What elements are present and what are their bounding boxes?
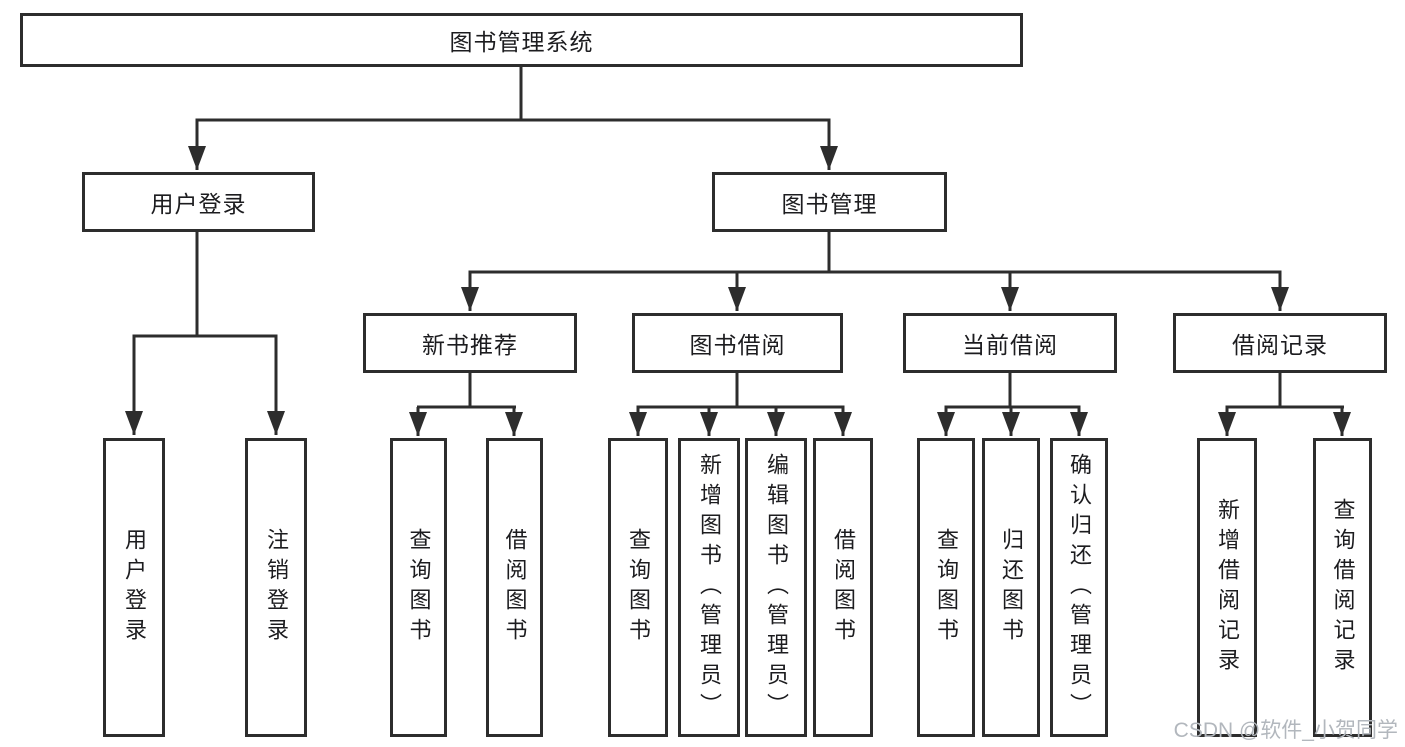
leaf-query-borrow-record: 查询借阅记录 bbox=[1313, 438, 1372, 737]
leaf-query-book-2: 查询图书 bbox=[608, 438, 668, 737]
leaf-query-book-1-label: 查询图书 bbox=[406, 527, 432, 648]
node-user-login-label: 用户登录 bbox=[150, 191, 247, 217]
leaf-borrow-book-1-label: 借阅图书 bbox=[502, 527, 528, 648]
node-new-book-recommend: 新书推荐 bbox=[363, 313, 577, 373]
leaf-confirm-return-admin: 确认归还（管理员） bbox=[1050, 438, 1108, 737]
leaf-query-book-3-label: 查询图书 bbox=[934, 527, 959, 648]
node-current-borrow: 当前借阅 bbox=[903, 313, 1117, 373]
leaf-user-login: 用户登录 bbox=[103, 438, 165, 737]
leaf-borrow-book-1: 借阅图书 bbox=[486, 438, 543, 737]
node-current-borrow-label: 当前借阅 bbox=[962, 332, 1058, 358]
leaf-query-borrow-record-label: 查询借阅记录 bbox=[1330, 497, 1356, 678]
leaf-add-borrow-record: 新增借阅记录 bbox=[1197, 438, 1257, 737]
leaf-add-borrow-record-label: 新增借阅记录 bbox=[1215, 497, 1240, 678]
leaf-logout: 注销登录 bbox=[245, 438, 307, 737]
leaf-query-book-2-label: 查询图书 bbox=[626, 527, 651, 648]
csdn-watermark: CSDN @软件_小贺同学 bbox=[1173, 719, 1398, 742]
node-user-login: 用户登录 bbox=[82, 172, 315, 232]
node-book-borrow: 图书借阅 bbox=[632, 313, 843, 373]
leaf-return-book: 归还图书 bbox=[982, 438, 1040, 737]
leaf-query-book-1: 查询图书 bbox=[390, 438, 447, 737]
leaf-edit-book-admin: 编辑图书（管理员） bbox=[745, 438, 807, 737]
node-new-book-recommend-label: 新书推荐 bbox=[422, 332, 518, 358]
leaf-logout-label: 注销登录 bbox=[264, 527, 289, 648]
leaf-add-book-admin: 新增图书（管理员） bbox=[678, 438, 740, 737]
leaf-borrow-book-2-label: 借阅图书 bbox=[831, 527, 856, 648]
leaf-add-book-admin-label: 新增图书（管理员） bbox=[697, 452, 722, 723]
node-book-management: 图书管理 bbox=[712, 172, 947, 232]
leaf-confirm-return-admin-label: 确认归还（管理员） bbox=[1067, 452, 1092, 723]
leaf-user-login-label: 用户登录 bbox=[122, 527, 147, 648]
leaf-return-book-label: 归还图书 bbox=[999, 527, 1024, 648]
node-borrow-record-label: 借阅记录 bbox=[1232, 332, 1328, 358]
leaf-borrow-book-2: 借阅图书 bbox=[813, 438, 873, 737]
node-root-label: 图书管理系统 bbox=[449, 29, 594, 55]
leaf-edit-book-admin-label: 编辑图书（管理员） bbox=[764, 452, 789, 723]
node-book-borrow-label: 图书借阅 bbox=[689, 332, 786, 358]
node-borrow-record: 借阅记录 bbox=[1173, 313, 1387, 373]
leaf-query-book-3: 查询图书 bbox=[917, 438, 975, 737]
node-root: 图书管理系统 bbox=[20, 13, 1023, 67]
node-book-management-label: 图书管理 bbox=[781, 191, 878, 217]
